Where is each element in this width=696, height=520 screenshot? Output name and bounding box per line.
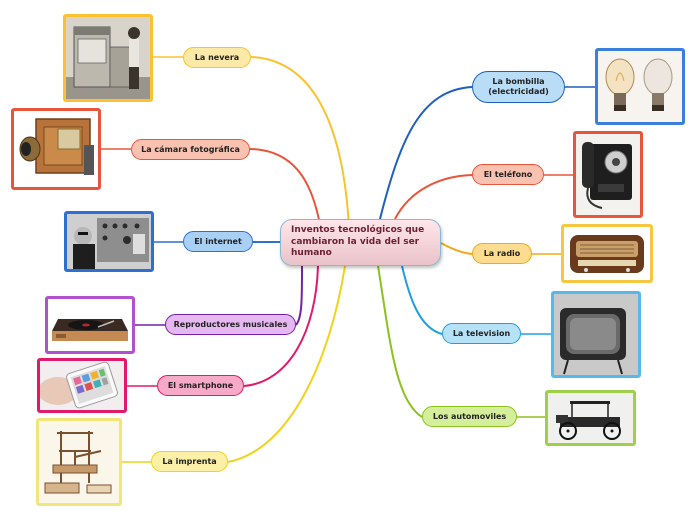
antique-camera-photo	[11, 108, 101, 190]
node-reproductores-musicales[interactable]: Reproductores musicales	[165, 314, 296, 335]
node-label: La imprenta	[162, 456, 217, 466]
computer-room-photo	[64, 211, 154, 272]
node-label: Los automoviles	[432, 411, 507, 421]
connector-television	[401, 265, 443, 335]
smartphone-photo	[37, 358, 127, 413]
node-label: Reproductores musicales	[173, 319, 288, 329]
central-topic-label: Inventos tecnológicos que cambiaron la v…	[291, 225, 425, 258]
connector-reproductores	[295, 265, 303, 326]
node-label: El smartphone	[167, 380, 234, 390]
node-label: El teléfono	[483, 169, 533, 179]
node-la-bombilla[interactable]: La bombilla (electricidad)	[472, 71, 565, 103]
node-el-telefono[interactable]: El teléfono	[472, 164, 544, 185]
model-t-car-photo	[545, 390, 636, 446]
connector-imprenta	[227, 265, 346, 463]
node-label: El internet	[194, 236, 242, 246]
connector-automoviles	[377, 265, 423, 418]
connector-radio	[440, 242, 473, 255]
rotary-phone-photo	[573, 131, 643, 218]
node-label: La television	[452, 328, 511, 338]
node-label: La bombilla (electricidad)	[488, 77, 549, 96]
central-topic[interactable]: Inventos tecnológicos que cambiaron la v…	[280, 219, 441, 266]
connector-bombilla	[379, 86, 473, 220]
node-el-internet[interactable]: El internet	[183, 231, 253, 252]
node-la-television[interactable]: La television	[442, 323, 521, 344]
node-la-nevera[interactable]: La nevera	[183, 47, 251, 68]
printing-press-illustration	[36, 418, 122, 506]
node-la-camara-fotografica[interactable]: La cámara fotográfica	[131, 139, 250, 160]
connector-smartphone	[243, 265, 319, 387]
node-label: La radio	[483, 248, 521, 258]
node-la-imprenta[interactable]: La imprenta	[151, 451, 228, 472]
node-la-radio[interactable]: La radio	[472, 243, 532, 264]
connector-telefono	[394, 174, 473, 220]
node-el-smartphone[interactable]: El smartphone	[157, 375, 244, 396]
refrigerator-photo	[63, 14, 153, 102]
crt-television-photo	[551, 291, 641, 378]
node-label: La cámara fotográfica	[141, 144, 240, 154]
node-los-automoviles[interactable]: Los automoviles	[422, 406, 517, 427]
light-bulbs-photo	[595, 48, 685, 125]
node-label: La nevera	[194, 52, 240, 62]
turntable-photo	[45, 296, 135, 354]
vintage-radio-photo	[561, 224, 653, 283]
